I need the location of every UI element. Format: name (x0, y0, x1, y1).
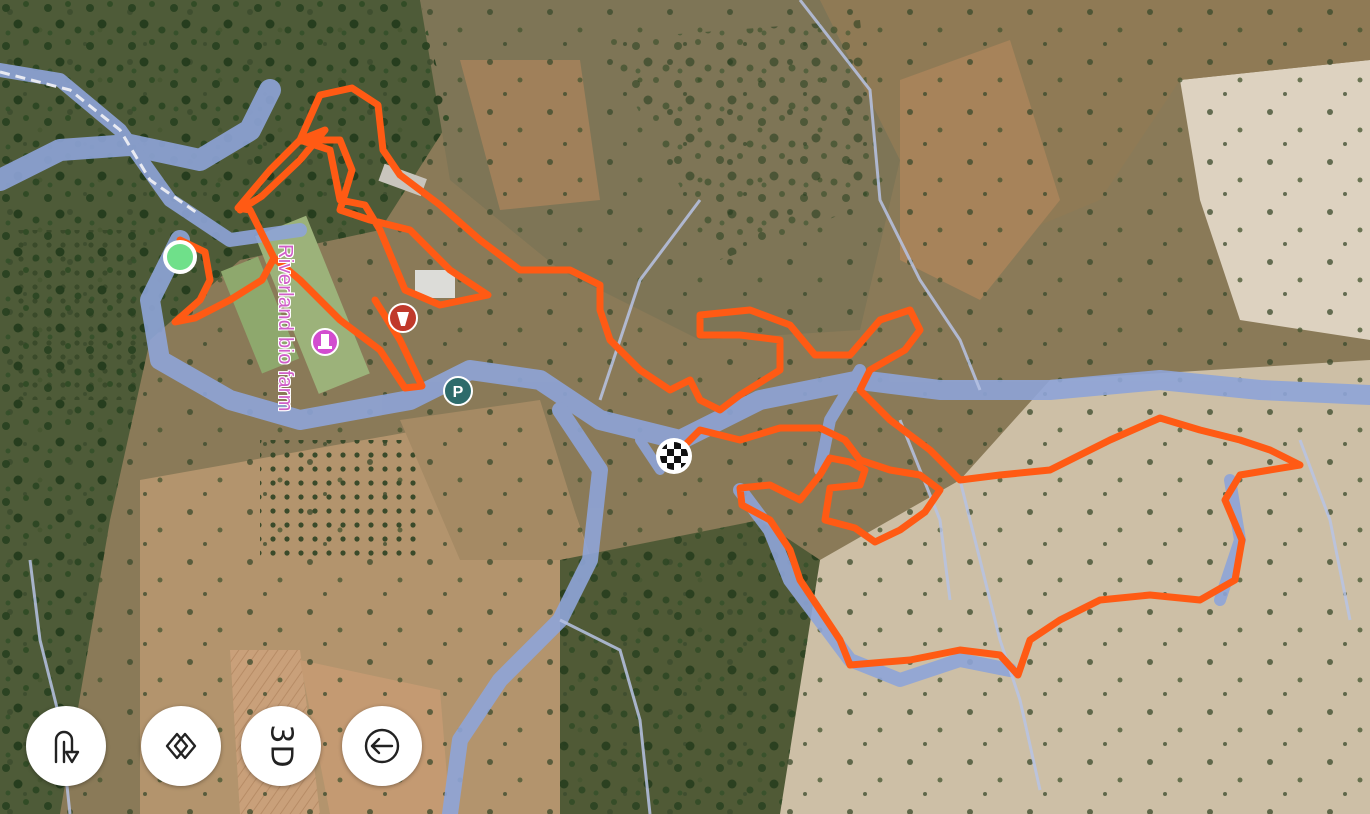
parking-label: P (453, 384, 464, 401)
finish-flag-icon[interactable] (656, 438, 692, 474)
highway (0, 70, 201, 217)
diamond-nav-button[interactable] (141, 706, 221, 786)
uturn-icon (54, 730, 80, 764)
3d-label: 3D (263, 723, 299, 769)
viewpoint-icon[interactable] (311, 328, 339, 356)
diamonds-icon (165, 732, 197, 760)
farm-buildings (220, 163, 455, 394)
arrow-left-circle-icon (364, 728, 400, 764)
activity-route (171, 84, 1304, 679)
place-label: Riverland bio farm (274, 244, 296, 412)
3d-button[interactable]: 3D (241, 706, 321, 786)
uturn-button[interactable] (26, 706, 106, 786)
tracks (28, 0, 1352, 814)
start-marker[interactable] (163, 240, 197, 274)
back-button[interactable] (342, 706, 422, 786)
parking-icon[interactable] (443, 376, 473, 406)
restaurant-icon[interactable] (388, 303, 418, 333)
